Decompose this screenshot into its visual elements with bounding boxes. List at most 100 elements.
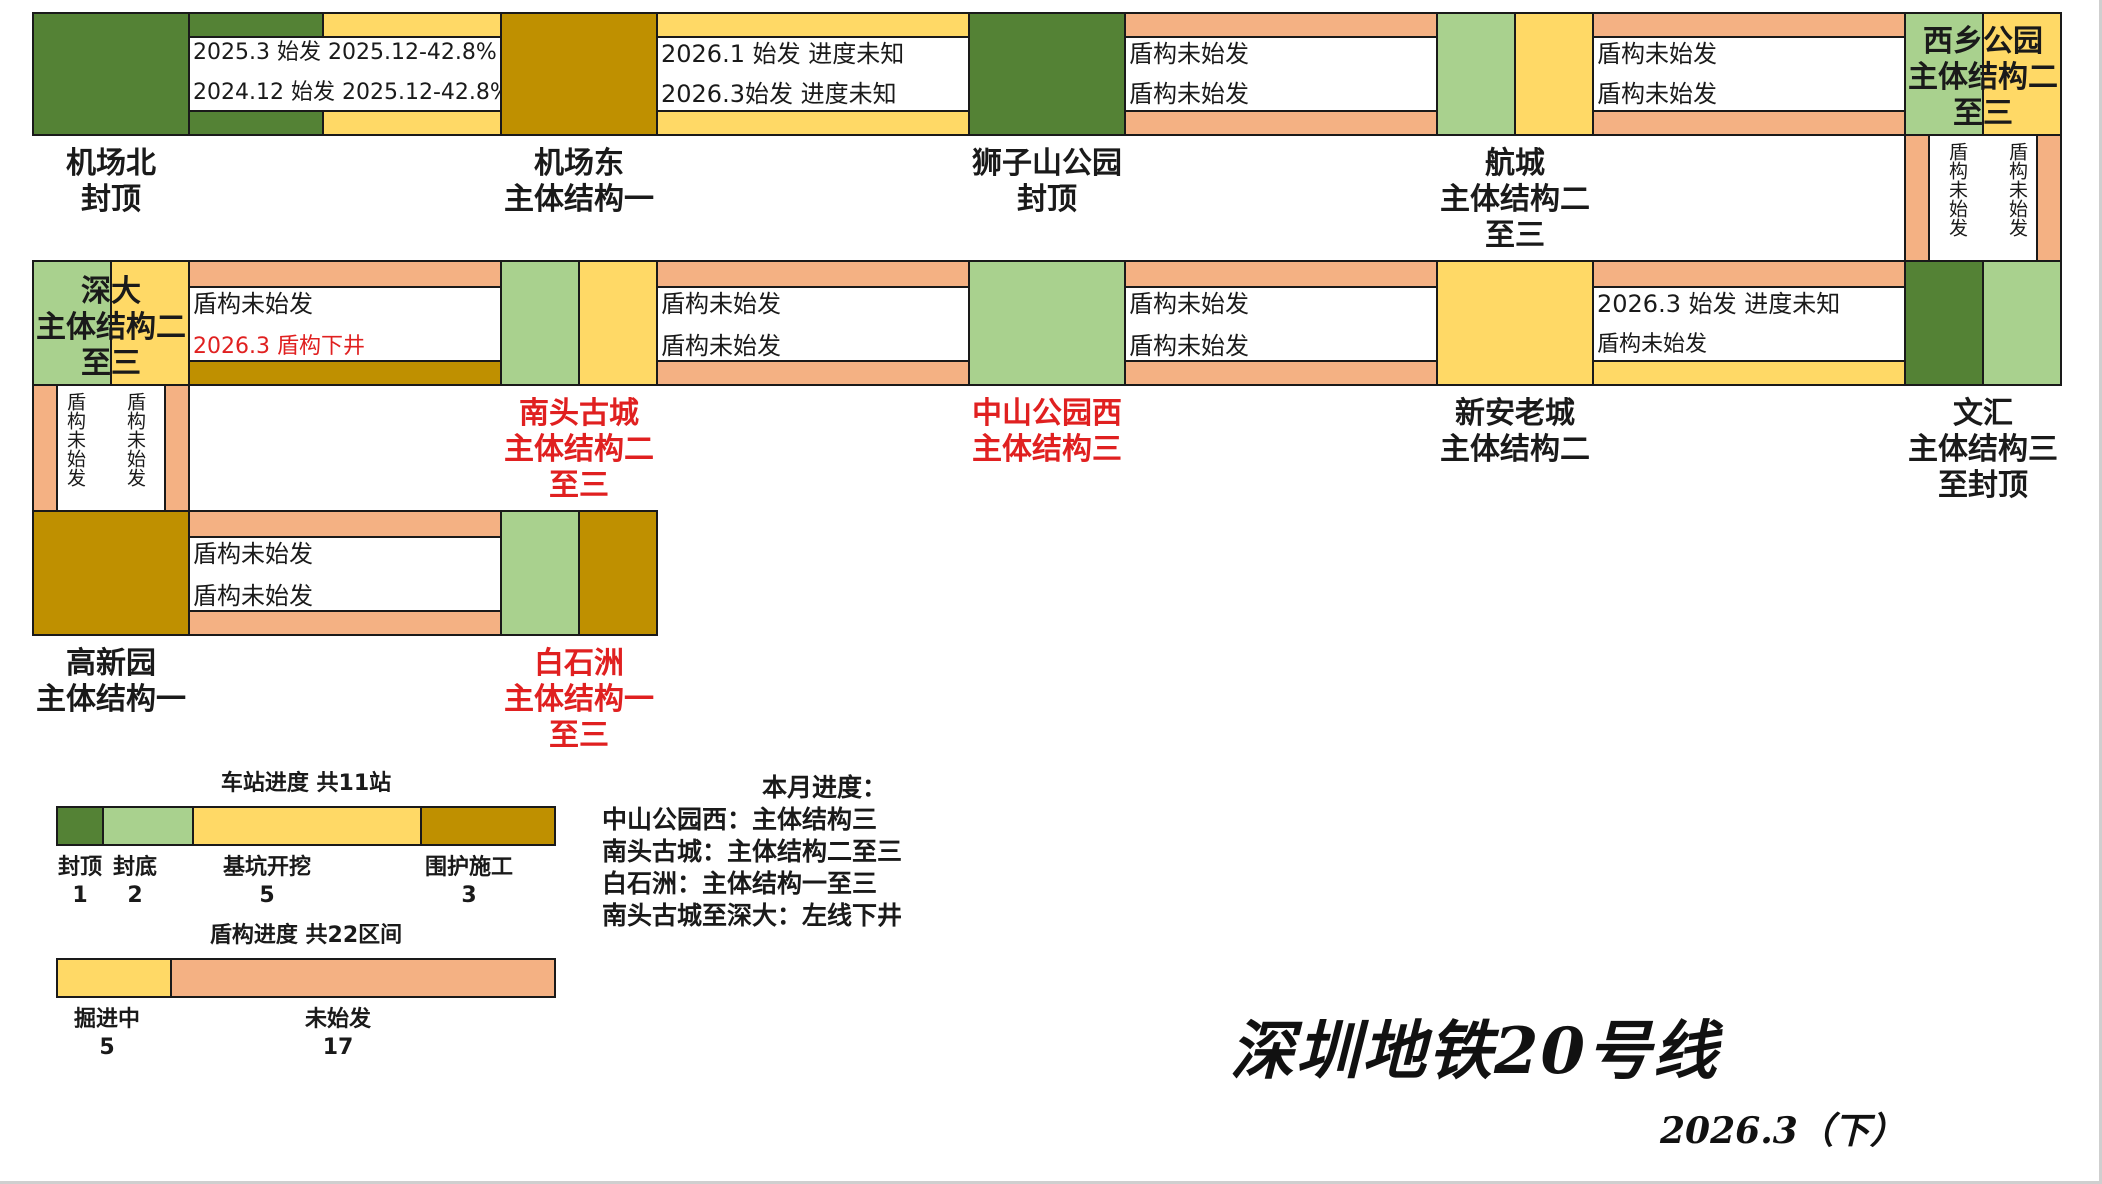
station-label-jichangdong: 机场东主体结构一 <box>504 146 654 217</box>
track-lower-bar <box>1124 110 1438 136</box>
station-block-jichangdong <box>500 12 658 136</box>
legend-swatch-retaining <box>420 806 556 846</box>
section-lower-text: 盾构未始发 <box>1597 80 1717 108</box>
section-right-text: 盾构未始发 <box>124 392 146 487</box>
legend-swatch-shield-pending <box>170 958 556 998</box>
station-label-shizishan: 狮子山公园封顶 <box>972 146 1122 217</box>
track-lower-bar <box>1592 110 1906 136</box>
section-lower-text: 盾构未始发 <box>661 332 781 360</box>
section-text-area <box>656 36 970 112</box>
station-block-wenhui-right <box>1982 260 2062 386</box>
monthly-progress-line: 白石洲：主体结构一至三 <box>602 869 878 898</box>
track-lower-bar <box>188 610 502 636</box>
section-left-text: 盾构未始发 <box>64 392 86 487</box>
station-block-baishizhou-left <box>500 510 580 636</box>
section-lower-text: 盾构未始发 <box>1597 332 1708 357</box>
section-upper-text: 盾构未始发 <box>661 290 781 318</box>
monthly-progress-line: 中山公园西：主体结构三 <box>602 805 878 834</box>
station-label-xinan: 新安老城主体结构二 <box>1440 396 1590 467</box>
station-block-shenda-right <box>110 260 190 386</box>
track-upper-bar <box>1592 260 1906 288</box>
station-block-nantou-right <box>578 260 658 386</box>
section-upper-text: 盾构未始发 <box>193 540 313 568</box>
track-left-bar <box>1904 134 1930 262</box>
station-block-xixiang-left <box>1904 12 1984 136</box>
station-block-nantou-left <box>500 260 580 386</box>
monthly-progress-title: 本月进度： <box>762 773 888 802</box>
legend-swatch-base <box>102 806 194 846</box>
station-block-hangcheng-right <box>1514 12 1594 136</box>
station-label-baishizhou: 白石洲主体结构一至三 <box>504 646 654 753</box>
station-label-jichangbei: 机场北封顶 <box>66 146 156 217</box>
track-upper-bar <box>188 260 502 288</box>
track-lower-bar <box>656 110 970 136</box>
track-upper-bar <box>656 260 970 288</box>
station-block-shenda-left <box>32 260 112 386</box>
track-lower-bar <box>1124 360 1438 386</box>
section-text-area <box>1592 36 1906 112</box>
track-right-bar <box>164 384 190 512</box>
track-upper-bar <box>188 510 502 538</box>
station-block-xixiang-right <box>1982 12 2062 136</box>
section-upper-text: 2026.3 始发 进度未知 <box>1597 290 1841 318</box>
legend-swatch-shield-active <box>56 958 172 998</box>
section-upper-text: 盾构未始发 <box>1129 40 1249 68</box>
section-text-area <box>188 286 502 362</box>
section-right-text: 盾构未始发 <box>2006 142 2028 237</box>
section-text-area <box>656 286 970 362</box>
track-lower-bar <box>188 110 324 136</box>
section-upper-text: 盾构未始发 <box>1597 40 1717 68</box>
station-block-zhongshan <box>968 260 1126 386</box>
station-block-gaoxinyuan <box>32 510 190 636</box>
track-lower-bar <box>1592 360 1906 386</box>
section-text-area <box>188 536 502 612</box>
legend-swatch-capped <box>56 806 104 846</box>
station-label-shenda: 深大 主体结构二 至三 <box>36 274 186 381</box>
track-upper-bar <box>656 12 970 38</box>
station-label-gaoxinyuan: 高新园主体结构一 <box>36 646 186 717</box>
monthly-progress-line: 南头古城至深大：左线下井 <box>602 901 903 930</box>
diagram-title: 深圳地铁20号线 <box>1230 1014 1720 1089</box>
station-block-hangcheng-left <box>1436 12 1516 136</box>
section-text-area <box>188 36 502 112</box>
section-lower-text: 盾构未始发 <box>1129 80 1249 108</box>
station-label-zhongshan: 中山公园西主体结构三 <box>972 396 1122 467</box>
station-block-shizishan <box>968 12 1126 136</box>
section-upper-text: 2025.3 始发 2025.12-42.8% <box>193 40 497 65</box>
section-lower-text: 2026.3 盾构下井 <box>193 334 365 359</box>
section-text-area <box>1592 286 1906 362</box>
track-upper-bar <box>1124 12 1438 38</box>
track-upper-bar <box>1124 260 1438 288</box>
section-lower-text: 2026.3始发 进度未知 <box>661 80 897 108</box>
section-lower-text: 盾构未始发 <box>193 582 313 610</box>
station-label-hangcheng: 航城主体结构二至三 <box>1440 146 1590 253</box>
monthly-progress-line: 南头古城：主体结构二至三 <box>602 837 903 866</box>
legend-station-title: 车站进度 共11站 <box>220 771 392 796</box>
track-upper-bar <box>322 12 502 38</box>
track-left-bar <box>32 384 58 512</box>
station-block-jichangbei <box>32 12 190 136</box>
section-upper-text: 2026.1 始发 进度未知 <box>661 40 905 68</box>
track-lower-bar <box>188 360 502 386</box>
station-label-wenhui: 文汇主体结构三至封顶 <box>1908 396 2058 503</box>
section-lower-text: 盾构未始发 <box>1129 332 1249 360</box>
section-left-text: 盾构未始发 <box>1946 142 1968 237</box>
track-right-bar <box>2036 134 2062 262</box>
legend-swatch-excavation <box>192 806 422 846</box>
station-block-baishizhou-right <box>578 510 658 636</box>
track-upper-bar <box>1592 12 1906 38</box>
track-lower-bar <box>656 360 970 386</box>
station-label-nantou: 南头古城主体结构二至三 <box>504 396 654 503</box>
legend-shield-title: 盾构进度 共22区间 <box>209 923 403 948</box>
station-block-wenhui-left <box>1904 260 1984 386</box>
track-lower-bar <box>322 110 502 136</box>
section-upper-text: 盾构未始发 <box>193 290 313 318</box>
section-lower-text: 2024.12 始发 2025.12-42.8% <box>193 80 511 105</box>
track-upper-bar <box>188 12 324 38</box>
